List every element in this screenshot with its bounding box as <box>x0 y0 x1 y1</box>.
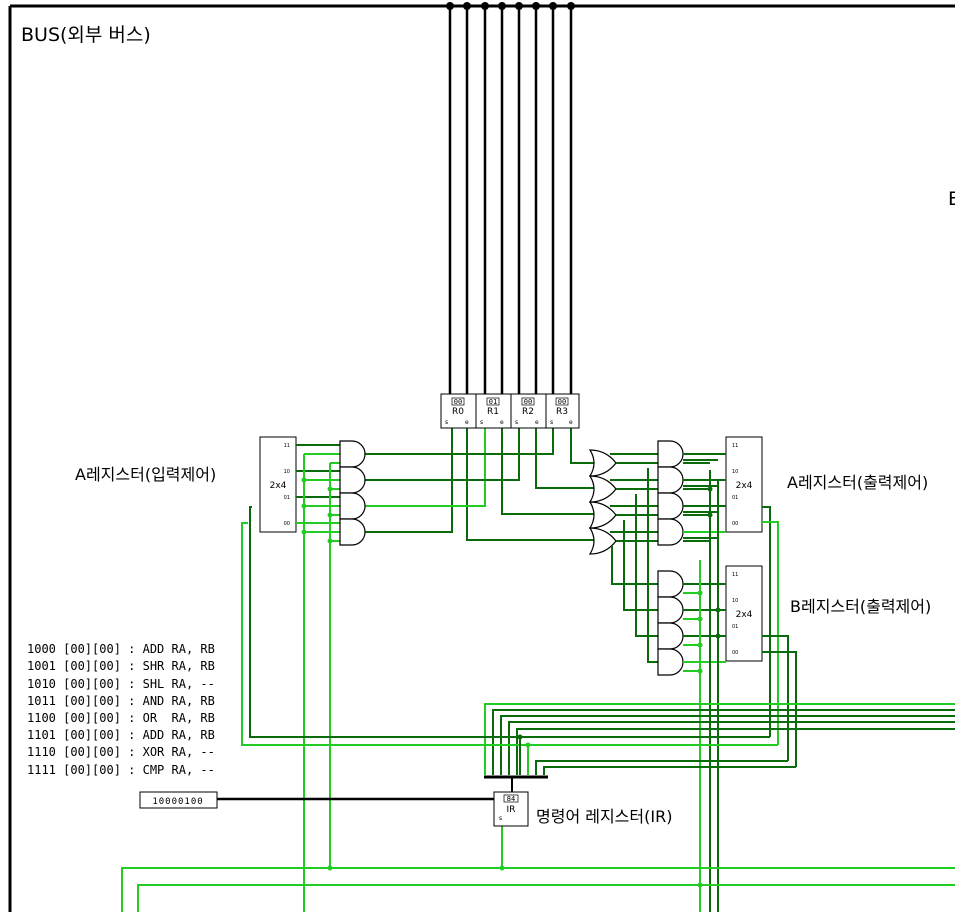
opcode-line: 1000 [00][00] : ADD RA, RB <box>27 642 215 656</box>
decoder-name: 2x4 <box>736 481 753 491</box>
instruction-wires <box>241 506 955 775</box>
bus-junctions <box>446 2 575 10</box>
register-e-pin: e <box>535 419 539 426</box>
or-gates <box>588 449 617 555</box>
junctions-b-out <box>697 590 703 888</box>
opcode-table: 1000 [00][00] : ADD RA, RB 1001 [00][00]… <box>27 642 215 777</box>
decoder-out-00: 00 <box>284 521 290 527</box>
decoder-out-10: 10 <box>284 469 290 475</box>
ir-s-pin: s <box>499 815 502 822</box>
register-s-pin: s <box>515 419 518 426</box>
junctions-a-out <box>707 486 721 639</box>
opcode-line: 1011 [00][00] : AND RA, RB <box>27 694 215 708</box>
junctions-a-in <box>301 477 333 544</box>
register-value: 01 <box>489 398 497 406</box>
decoder-out-01: 01 <box>732 495 738 501</box>
opcode-line: 1010 [00][00] : SHL RA, -- <box>27 677 215 691</box>
or-gate-wires <box>610 453 658 663</box>
decoder-out-10: 10 <box>732 598 738 604</box>
opcode-line: 1111 [00][00] : CMP RA, -- <box>27 763 215 777</box>
bus-label: BUS(외부 버스) <box>21 24 151 46</box>
register-name: R3 <box>556 407 568 417</box>
and-gates-b-out <box>657 570 684 676</box>
ir-label: 명령어 레지스터(IR) <box>536 807 672 826</box>
register-control-wires <box>340 428 610 541</box>
decoder-a-out-wires <box>683 453 779 745</box>
register-s-pin: s <box>480 419 483 426</box>
decoder-out-01: 01 <box>732 624 738 630</box>
register-value: 00 <box>454 398 462 406</box>
decoder-name: 2x4 <box>270 481 287 491</box>
register-e-pin: e <box>465 419 469 426</box>
register-e-pin: e <box>500 419 504 426</box>
ir-register[interactable]: 84 IR s <box>493 791 529 827</box>
register-name: R1 <box>487 407 499 417</box>
register-r0[interactable]: 00 R0 s e <box>440 393 477 429</box>
register-r3[interactable]: 00 R3 s e <box>545 393 580 429</box>
b-out-label: B레지스터(출력제어) <box>790 597 931 616</box>
decoder-a-in-output-wires <box>296 444 340 912</box>
register-r2[interactable]: 00 R2 s e <box>510 393 547 429</box>
decoder-out-11: 11 <box>732 572 738 578</box>
opcode-line: 1001 [00][00] : SHR RA, RB <box>27 659 215 673</box>
and-gates-a-out <box>657 440 684 546</box>
opcode-line: 1101 [00][00] : ADD RA, RB <box>27 728 215 742</box>
opcode-line: 1110 [00][00] : XOR RA, -- <box>27 745 215 759</box>
ir-name: IR <box>507 805 516 815</box>
register-r1[interactable]: 01 R1 s e <box>475 393 512 429</box>
decoder-out-11: 11 <box>284 443 290 449</box>
input-pin[interactable]: 10000100 <box>139 791 218 809</box>
edge-letter: E <box>948 188 955 210</box>
decoder-out-00: 00 <box>732 521 738 527</box>
instruction-junctions <box>517 734 531 748</box>
register-value: 00 <box>558 398 566 406</box>
register-name: R0 <box>452 407 464 417</box>
decoder-b-out[interactable]: 2x4 11 10 01 00 <box>725 565 763 662</box>
and-gates-a-in <box>339 440 366 546</box>
register-value: 00 <box>524 398 532 406</box>
register-name: R2 <box>522 407 534 417</box>
register-s-pin: s <box>445 419 448 426</box>
ir-value: 84 <box>507 795 515 803</box>
bus-wires <box>448 6 573 396</box>
decoder-out-10: 10 <box>732 469 738 475</box>
decoder-out-00: 00 <box>732 650 738 656</box>
decoder-a-in[interactable]: 2x4 11 10 01 00 <box>259 436 297 533</box>
opcode-line: 1100 [00][00] : OR RA, RB <box>27 711 215 725</box>
register-s-pin: s <box>550 419 553 426</box>
register-e-pin: e <box>569 419 573 426</box>
decoder-out-11: 11 <box>732 443 738 449</box>
decoder-a-out[interactable]: 2x4 11 10 01 00 <box>725 436 763 533</box>
a-out-label: A레지스터(출력제어) <box>787 473 928 492</box>
decoder-out-01: 01 <box>284 495 290 501</box>
ir-clock-wires <box>121 826 955 912</box>
ir-junctions <box>327 865 505 871</box>
a-in-label: A레지스터(입력제어) <box>75 465 216 484</box>
splitter <box>484 775 548 792</box>
input-pin-value: 10000100 <box>152 797 203 807</box>
decoder-name: 2x4 <box>736 610 753 620</box>
